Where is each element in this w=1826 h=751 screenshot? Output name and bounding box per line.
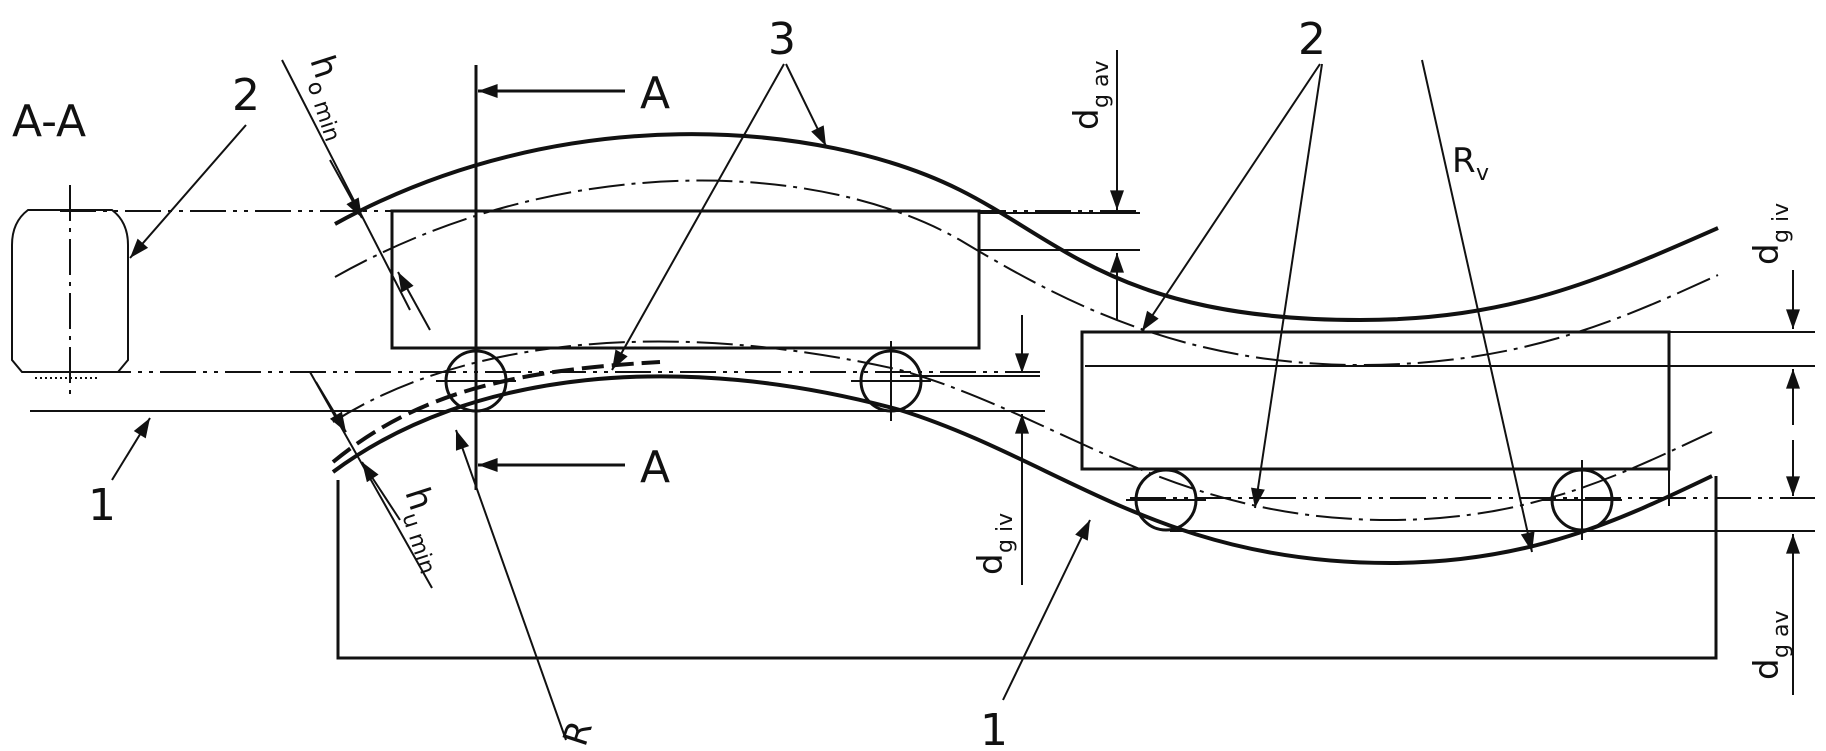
callout-1-left-leader <box>111 417 151 481</box>
callout-2-right: 2 <box>1141 14 1326 509</box>
right-car <box>1080 330 1671 540</box>
callout-1-bottom-label: 1 <box>980 705 1008 751</box>
left-car <box>390 209 981 421</box>
h-o-min-arrow-2 <box>397 271 431 331</box>
d-g-av-top-sub: g av <box>1089 61 1114 108</box>
section-mark-bottom: A <box>640 442 670 493</box>
d-g-av-right-label: d <box>1747 658 1787 680</box>
r-bottom-label: R <box>556 716 601 751</box>
right-car-body <box>1080 330 1671 471</box>
r-bottom-dimension: R <box>455 429 601 751</box>
d-g-av-right-dimension: d g av <box>1747 440 1800 695</box>
callout-2-right-leader-1 <box>1141 63 1321 332</box>
upper-guide-centerline <box>334 179 1719 367</box>
h-o-min-line <box>281 59 411 311</box>
r-v-sub: v <box>1476 161 1489 186</box>
d-g-av-right-sub: g av <box>1769 611 1794 658</box>
d-g-iv-right-sub: g iv <box>1769 203 1794 243</box>
upper-guide-thick-curve <box>334 132 1719 323</box>
d-g-iv-right-label: d <box>1747 243 1787 265</box>
h-u-min-arrow-2 <box>361 461 401 521</box>
d-g-av-top-dimension: d g av <box>1067 50 1124 320</box>
callout-2-right-leader-2 <box>1251 63 1323 509</box>
callout-2-left-label: 2 <box>232 70 260 121</box>
callout-3-leader-2 <box>611 63 785 371</box>
reference-lines <box>30 210 1815 532</box>
d-g-iv-mid-dimension: d g iv <box>971 315 1029 585</box>
h-o-min-arrow-1 <box>329 159 363 219</box>
section-title: A-A <box>12 96 86 147</box>
d-g-iv-right-dimension: d g iv <box>1747 203 1800 425</box>
section-mark-top: A <box>640 68 670 119</box>
r-v-leader <box>1421 59 1535 553</box>
d-g-iv-mid-label: d <box>971 553 1011 575</box>
lower-guide-thick-curve <box>331 374 1713 566</box>
r-v-label: R <box>1452 141 1476 181</box>
callout-3-label: 3 <box>768 14 796 65</box>
callout-2-right-label: 2 <box>1298 14 1326 65</box>
section-cut-a: A A <box>474 65 670 493</box>
callout-2-left-leader <box>129 124 247 259</box>
callout-1-bottom-leader <box>1002 519 1091 701</box>
section-a-a-view: A-A 2 1 <box>11 70 260 531</box>
left-car-body <box>390 209 981 350</box>
callout-1-bottom: 1 <box>980 519 1091 751</box>
d-g-iv-mid-sub: g iv <box>993 513 1018 553</box>
h-u-min-arrow-1 <box>315 381 347 433</box>
upper-guide <box>334 132 1719 367</box>
r-v-dimension: R v <box>1421 59 1535 553</box>
h-u-min-sub: u min <box>397 510 440 577</box>
callout-3-leader-1 <box>785 63 827 147</box>
r-bottom-leader <box>455 429 567 741</box>
d-g-av-top-label: d <box>1067 108 1107 130</box>
base-block <box>336 476 1718 660</box>
callout-3: 3 <box>611 14 827 371</box>
h-u-min-dimension: h u min <box>309 371 441 589</box>
callout-1-left-label: 1 <box>88 480 116 531</box>
